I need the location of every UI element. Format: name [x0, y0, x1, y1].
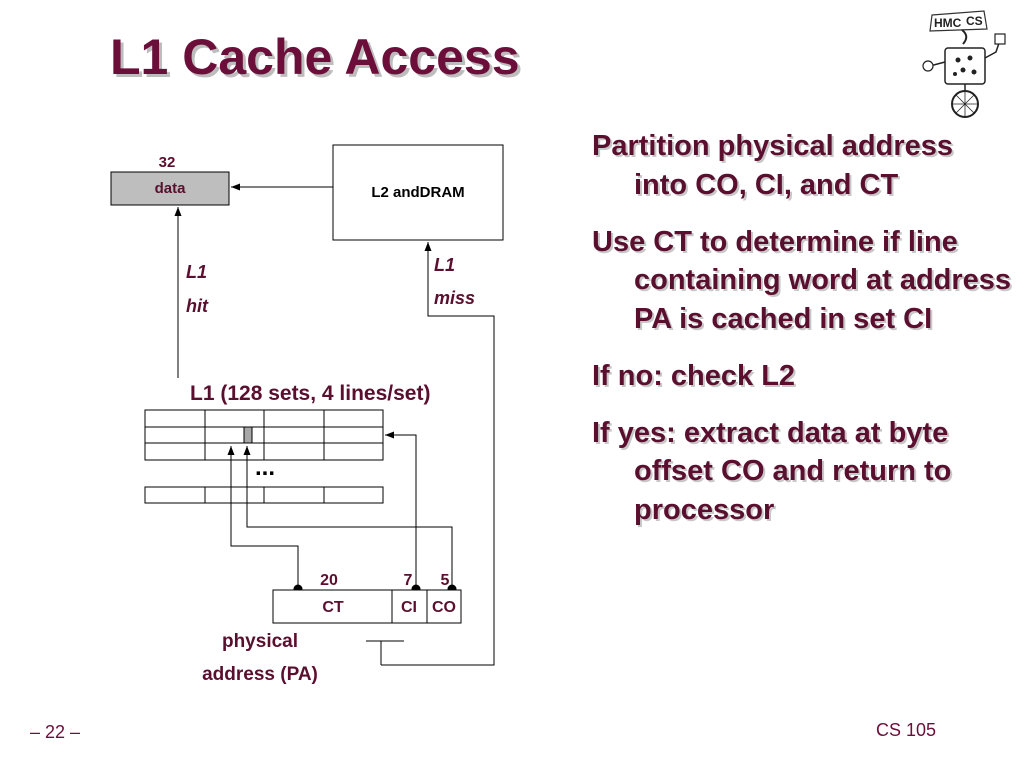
l1-cache-label: L1 (128 sets, 4 lines/set) — [190, 382, 430, 405]
data-box-label: data — [155, 180, 187, 197]
page-number: – 22 – — [30, 722, 81, 742]
bullet-partition-address: Partition physical address into CO, CI, … — [592, 130, 954, 201]
cache-ellipsis: ... — [255, 454, 275, 481]
l2-dram-box — [332, 144, 504, 241]
ci-bits-label: 7 — [404, 572, 413, 589]
data-box — [110, 171, 230, 206]
l1-miss-label-line2: miss — [434, 288, 475, 308]
bullet-if-yes: If yes: extract data at byte offset CO a… — [592, 416, 952, 526]
l1-hit-label-line2: hit — [186, 296, 209, 316]
co-field-label: CO — [432, 599, 456, 616]
cache-set-block — [144, 409, 384, 461]
co-connector — [243, 446, 453, 589]
course-label: CS 105 — [876, 720, 937, 740]
logo-text-hmc: HMC — [934, 16, 962, 30]
ct-connector — [227, 446, 299, 589]
ci-connector — [385, 431, 417, 589]
bullet-if-no: If no: check L2 — [592, 359, 796, 392]
l1-hit-label-line1: L1 — [186, 262, 207, 282]
ct-bits-label: 20 — [320, 572, 338, 589]
l1-miss-label-line1: L1 — [434, 255, 455, 275]
logo-text-cs: CS — [966, 14, 983, 28]
hmc-cs-logo: HMC CS — [922, 10, 1006, 118]
bullet-list: Partition physical address into CO, CI, … — [592, 127, 1012, 548]
bullet-use-ct: Use CT to determine if line containing w… — [592, 225, 1012, 335]
ct-field-label: CT — [322, 599, 344, 616]
slide-title: L1 Cache Access — [110, 29, 520, 85]
pa-caption-line1: physical — [222, 631, 298, 652]
data-bits-label: 32 — [159, 154, 176, 171]
physical-address-register — [272, 589, 462, 624]
co-bits-label: 5 — [441, 572, 450, 589]
ci-field-label: CI — [401, 599, 417, 616]
pa-caption-line2: address (PA) — [202, 664, 318, 685]
selected-word-cell — [243, 426, 253, 444]
l1-miss-arrow — [381, 242, 495, 666]
cache-set-row-last — [144, 486, 384, 504]
l2-dram-label: L2 andDRAM — [371, 184, 464, 201]
